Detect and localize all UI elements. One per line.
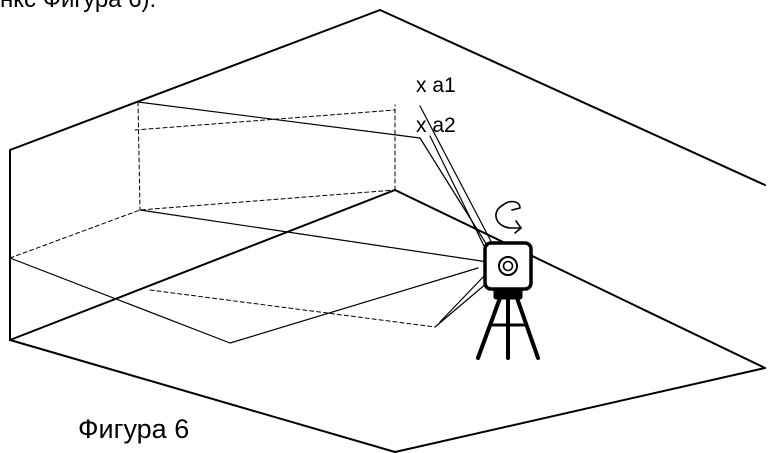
right-wall-top <box>380 10 765 185</box>
laser-line-lower-2 <box>140 210 488 262</box>
target-label-a1: x a1 <box>416 74 456 97</box>
cropped-top-text: нкс Фигура 6). <box>0 0 156 14</box>
laser-line-upper-back <box>138 102 140 210</box>
floor-front-left <box>10 340 395 452</box>
laser-line-floor-dashed <box>150 290 435 327</box>
ray-to-a2-1 <box>420 138 490 250</box>
tripod-icon <box>478 298 538 358</box>
target-label-a2: x a2 <box>416 114 456 137</box>
ray-to-a2-2 <box>430 136 487 252</box>
ray-lower-1 <box>440 274 486 322</box>
left-wall-top <box>10 10 380 150</box>
floor-front-right <box>395 368 765 452</box>
ray-to-a1 <box>420 106 494 247</box>
laser-line-upper-left <box>138 102 420 138</box>
figure-caption: Фигура 6 <box>78 414 190 444</box>
laser-line-lower-1 <box>10 258 478 343</box>
laser-line-floor-solid <box>435 283 487 327</box>
laser-line-back-wall <box>135 110 395 130</box>
rotate-arrow-icon <box>496 202 521 233</box>
floor-right-edge <box>395 190 765 368</box>
floor-left-edge <box>10 190 395 340</box>
laser-level-icon <box>483 241 533 300</box>
laser-line-wall-dashed <box>10 190 395 258</box>
